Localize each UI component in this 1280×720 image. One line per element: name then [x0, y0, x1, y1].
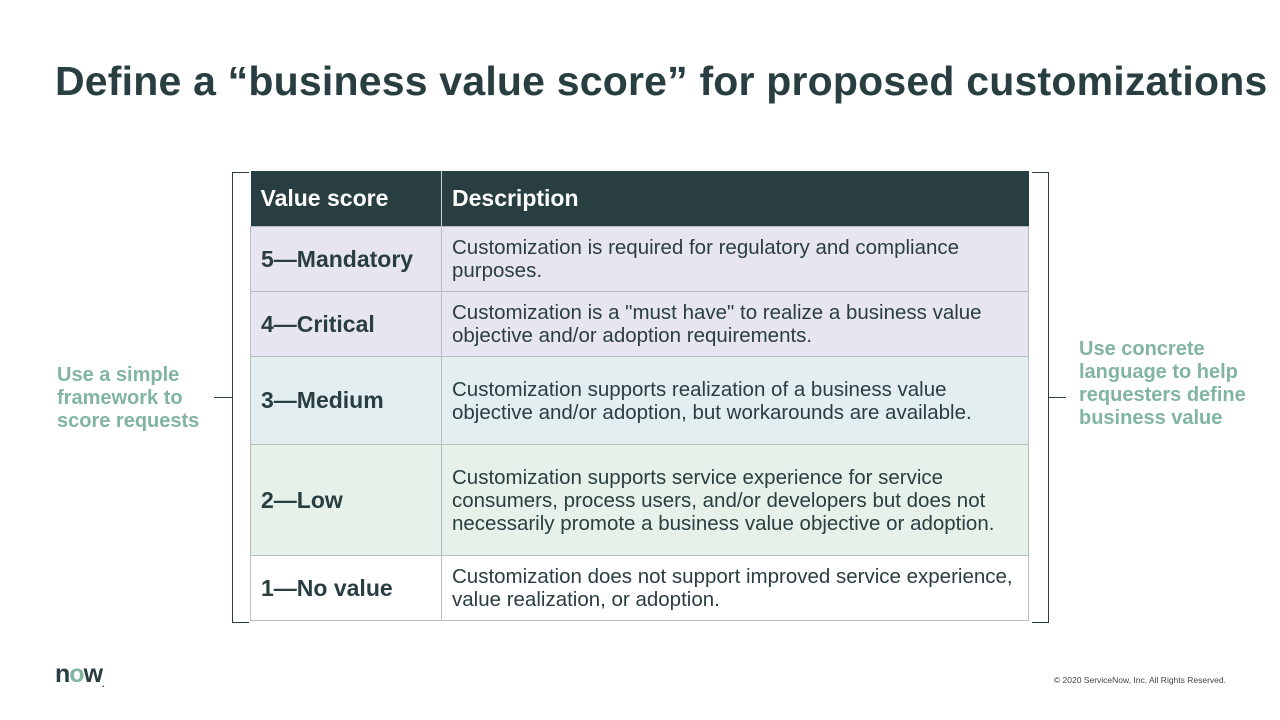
logo-w: w — [83, 660, 103, 688]
description-cell: Customization supports service experienc… — [441, 444, 1029, 556]
header-description: Description — [441, 171, 1029, 227]
score-cell: 1—No value — [250, 555, 442, 621]
description-cell: Customization is required for regulatory… — [441, 226, 1029, 292]
right-bracket-tick — [1048, 397, 1066, 398]
score-cell: 3—Medium — [250, 356, 442, 445]
table-row: 2—Low Customization supports service exp… — [250, 444, 1029, 556]
table-row: 1—No value Customization does not suppor… — [250, 555, 1029, 621]
left-bracket — [232, 172, 249, 623]
logo-o: o — [69, 660, 84, 688]
slide-title: Define a “business value score” for prop… — [55, 58, 1268, 104]
value-score-table: Value score Description 5—Mandatory Cust… — [250, 171, 1029, 621]
score-cell: 2—Low — [250, 444, 442, 556]
left-bracket-tick — [214, 397, 232, 398]
copyright-text: © 2020 ServiceNow, Inc. All Rights Reser… — [1053, 675, 1226, 685]
logo-n: n — [55, 660, 70, 688]
description-cell: Customization does not support improved … — [441, 555, 1029, 621]
description-cell: Customization supports realization of a … — [441, 356, 1029, 445]
right-bracket — [1032, 172, 1049, 623]
table-header-row: Value score Description — [250, 171, 1029, 227]
table-row: 5—Mandatory Customization is required fo… — [250, 226, 1029, 292]
header-value-score: Value score — [250, 171, 442, 227]
logo-mark: . — [102, 679, 105, 689]
left-note: Use a simple framework to score requests — [57, 364, 200, 432]
score-cell: 5—Mandatory — [250, 226, 442, 292]
right-note: Use concrete language to help requesters… — [1079, 338, 1246, 429]
servicenow-logo: now. — [55, 660, 105, 689]
description-cell: Customization is a "must have" to realiz… — [441, 291, 1029, 357]
score-cell: 4—Critical — [250, 291, 442, 357]
table-row: 3—Medium Customization supports realizat… — [250, 356, 1029, 445]
table-row: 4—Critical Customization is a "must have… — [250, 291, 1029, 357]
